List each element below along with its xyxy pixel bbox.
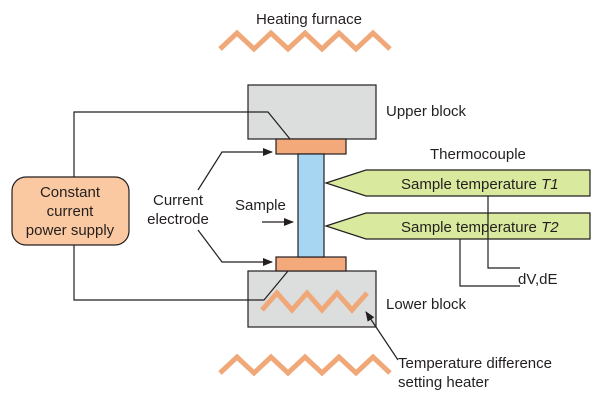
current-electrode-label-line2: electrode — [147, 211, 209, 228]
furnace-heater-bottom — [218, 353, 392, 377]
upper-current-wire — [73, 111, 291, 177]
measurement-label: dV,dE — [518, 271, 558, 288]
furnace-label: Heating furnace — [256, 11, 362, 28]
current-electrode-label-line1: Current — [153, 192, 204, 209]
thermocouple-t2 — [324, 212, 591, 240]
heater-label-line1: Temperature difference — [398, 355, 552, 372]
power-supply-label-line2: current — [47, 203, 95, 220]
power-supply-label-line3: power supply — [26, 222, 115, 239]
sample-rod — [297, 153, 325, 258]
current-electrode-arrow-lower — [197, 229, 273, 266]
sample-label: Sample — [235, 197, 286, 214]
upper-block — [247, 84, 377, 140]
furnace-heater-top — [218, 29, 392, 53]
power-supply-label-line1: Constant — [40, 184, 101, 201]
heater-label-line2: setting heater — [398, 374, 489, 391]
thermocouple-t1 — [324, 169, 591, 197]
t1-measurement-lead — [487, 196, 520, 269]
upper-block-label: Upper block — [386, 103, 467, 120]
heater-arrow — [365, 311, 399, 361]
upper-electrode — [275, 138, 347, 155]
lower-block-label: Lower block — [386, 296, 467, 313]
thermocouple-t2-label: Sample temperature T2 — [401, 219, 559, 236]
t2-measurement-lead — [459, 239, 520, 287]
thermocouple-label: Thermocouple — [430, 146, 526, 163]
temperature-difference-heater — [260, 289, 369, 314]
power-supply-box — [11, 176, 130, 246]
thermocouple-t1-label: Sample temperature T1 — [401, 176, 559, 193]
current-electrode-arrow-upper — [197, 148, 273, 191]
lower-current-wire — [73, 245, 289, 301]
lower-electrode — [275, 256, 347, 272]
